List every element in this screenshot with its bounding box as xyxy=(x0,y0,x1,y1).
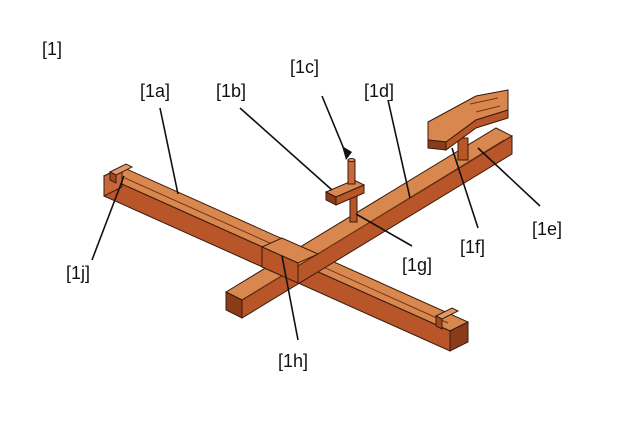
mount-plate xyxy=(427,89,509,161)
leader-1a xyxy=(159,107,179,195)
figure-title: [1] xyxy=(42,39,63,59)
post-assembly xyxy=(324,158,366,223)
arrowhead-1c xyxy=(342,146,352,160)
leader-1f xyxy=(451,147,479,229)
label-1h: [1h] xyxy=(278,351,309,371)
label-1c: [1c] xyxy=(290,57,320,77)
leader-lines xyxy=(91,95,541,341)
label-1f: [1f] xyxy=(460,237,486,257)
label-1a: [1a] xyxy=(140,81,171,101)
label-1e: [1e] xyxy=(532,219,563,239)
rail-intersection xyxy=(260,237,320,284)
leader-1j xyxy=(91,175,125,261)
label-1g: [1g] xyxy=(402,255,433,275)
leader-1d xyxy=(387,99,411,199)
leader-1g xyxy=(355,213,413,247)
label-1d: [1d] xyxy=(364,81,395,101)
leader-1b xyxy=(239,107,333,191)
leader-1h xyxy=(281,255,299,341)
leader-1c xyxy=(321,95,347,155)
end-block-right xyxy=(434,307,460,330)
end-block-left xyxy=(108,163,134,184)
label-1b: [1b] xyxy=(216,81,247,101)
leader-1e xyxy=(477,147,541,207)
label-1j: [1j] xyxy=(66,263,91,283)
